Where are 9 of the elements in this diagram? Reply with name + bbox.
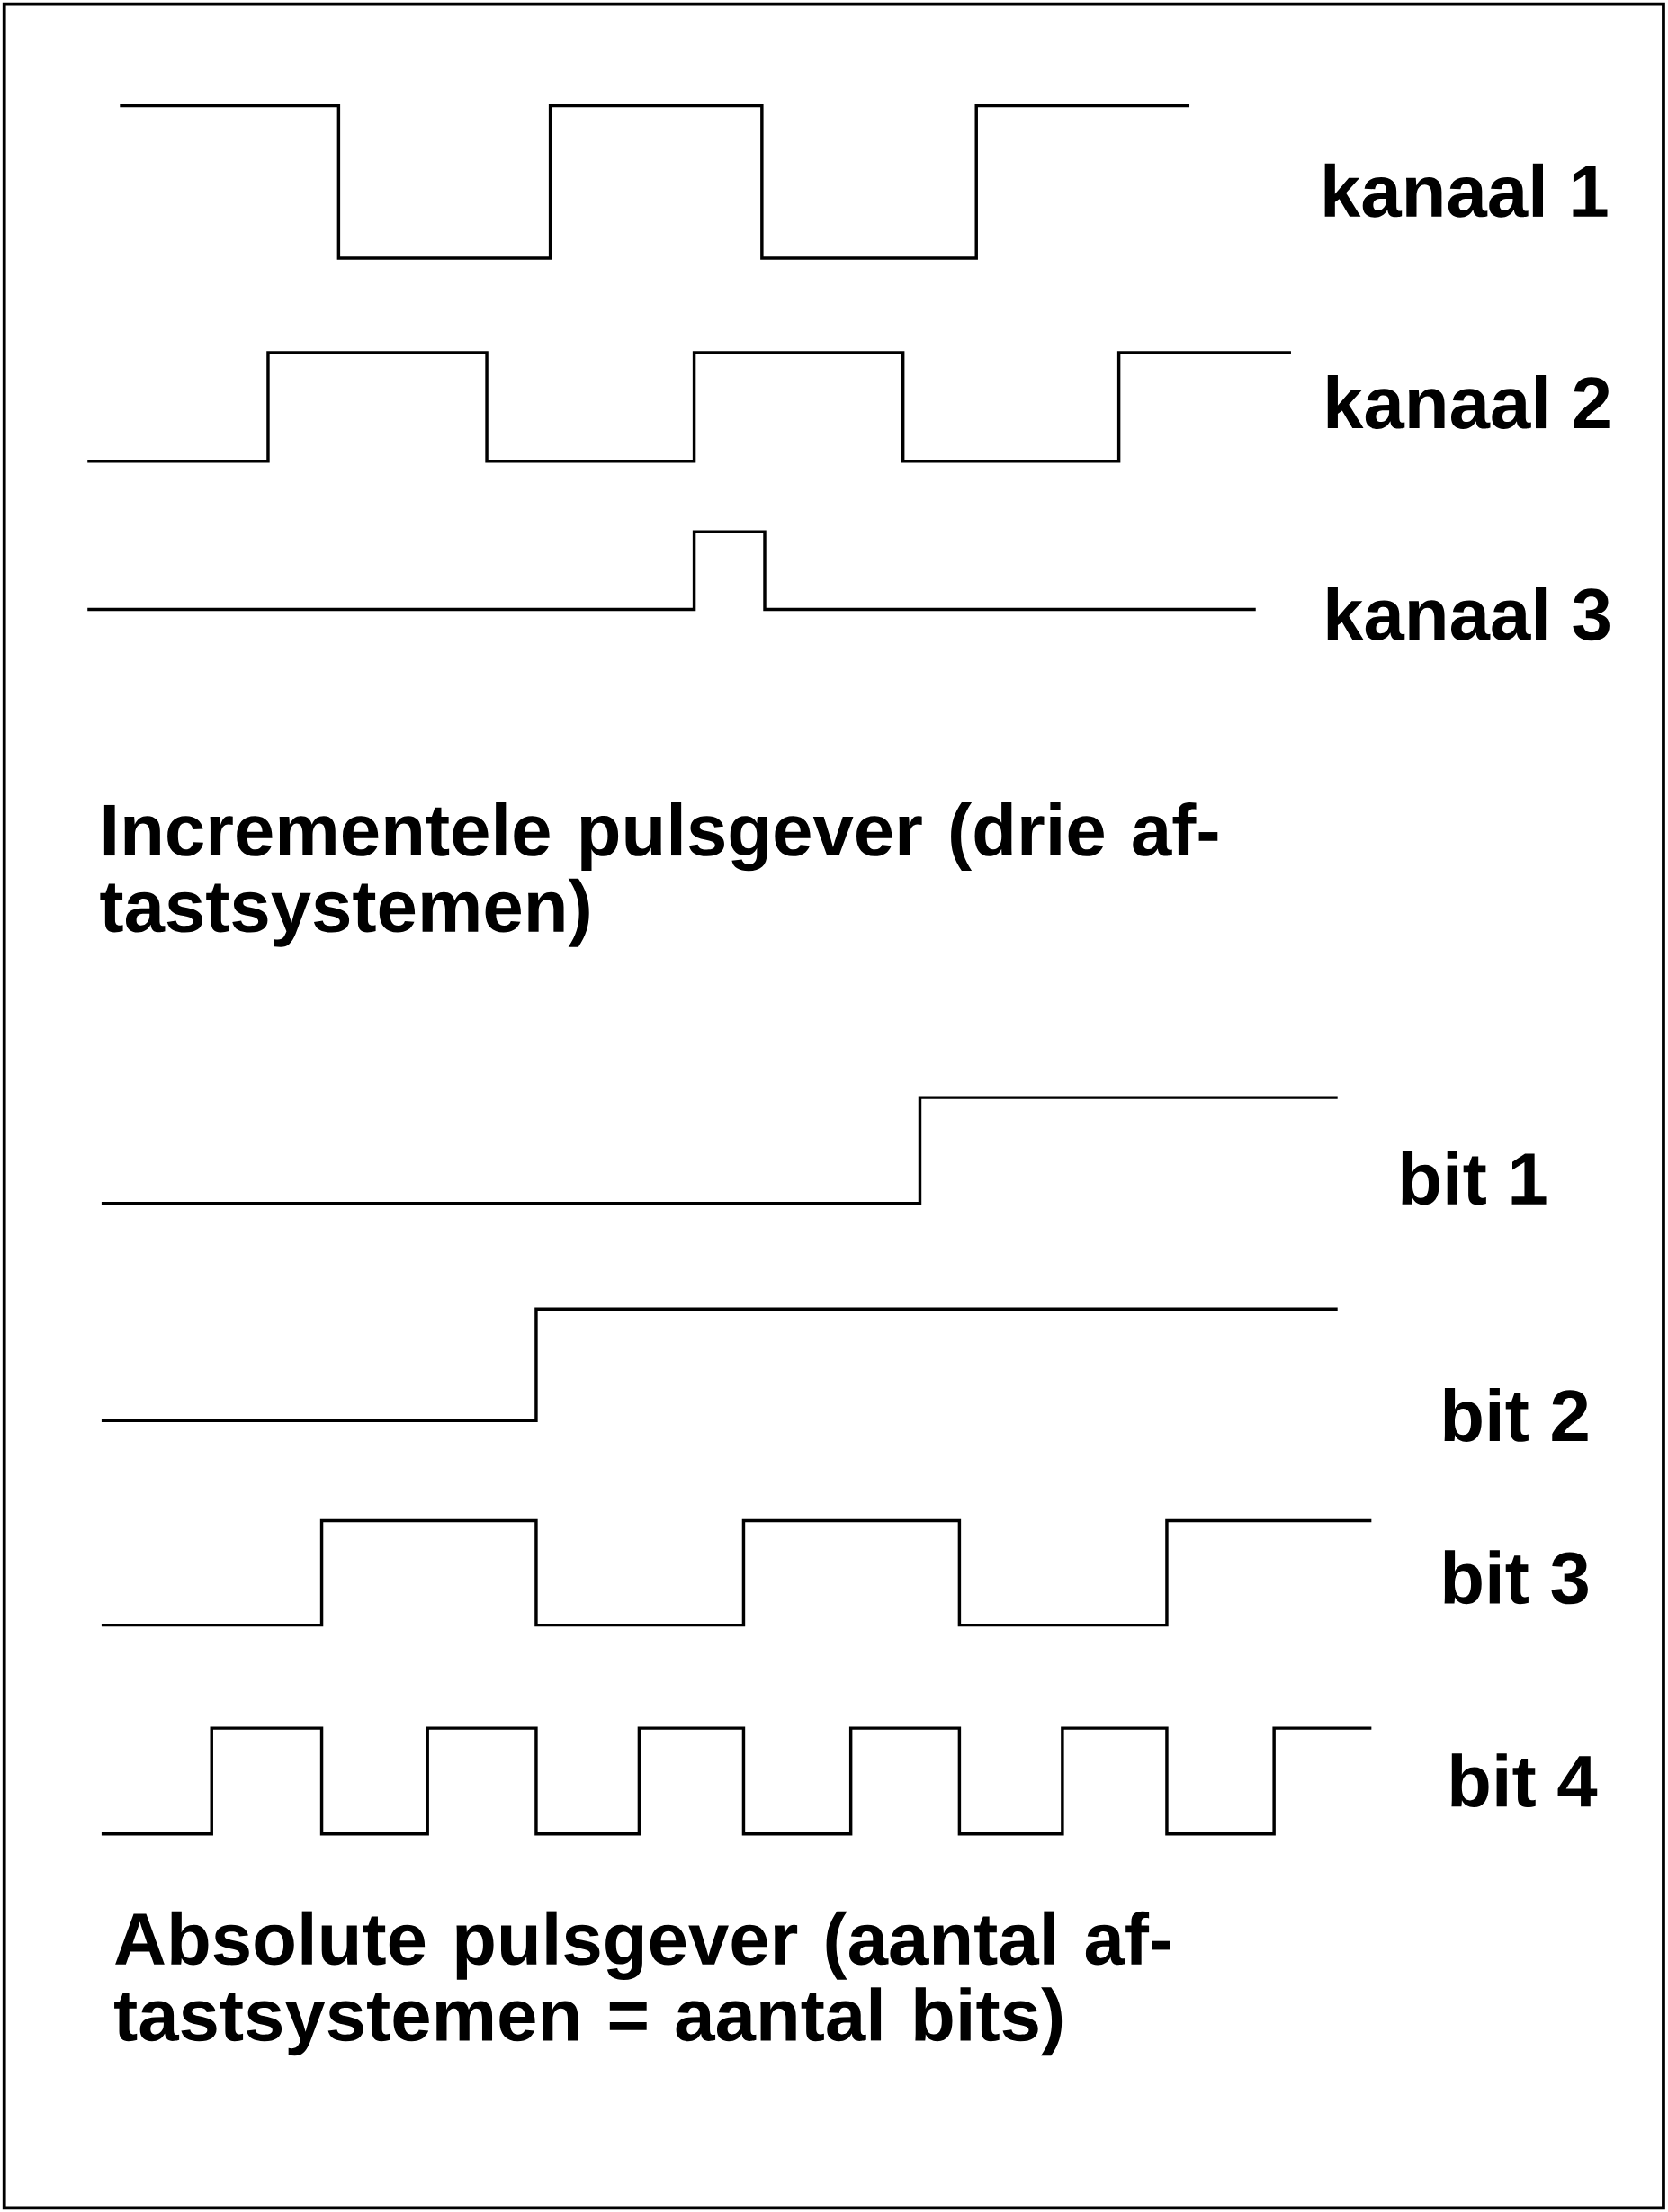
signal-label: bit 3 (1444, 1550, 1589, 1605)
signal-label: bit 1 (1402, 1151, 1547, 1205)
caption: Incrementele pulsgever (drie af- tastsystemen) (100, 802, 1218, 947)
signal-label: kanaal 1 (1324, 163, 1608, 218)
signal-label: kanaal 3 (1327, 587, 1610, 641)
signal-label: kanaal 2 (1327, 375, 1610, 429)
signal-label: bit 2 (1444, 1388, 1588, 1442)
caption: Absolute pulsgever (aantal af- tastsystemen = aantal bits) (114, 1911, 1171, 2056)
signal-label: bit 4 (1451, 1753, 1598, 1808)
